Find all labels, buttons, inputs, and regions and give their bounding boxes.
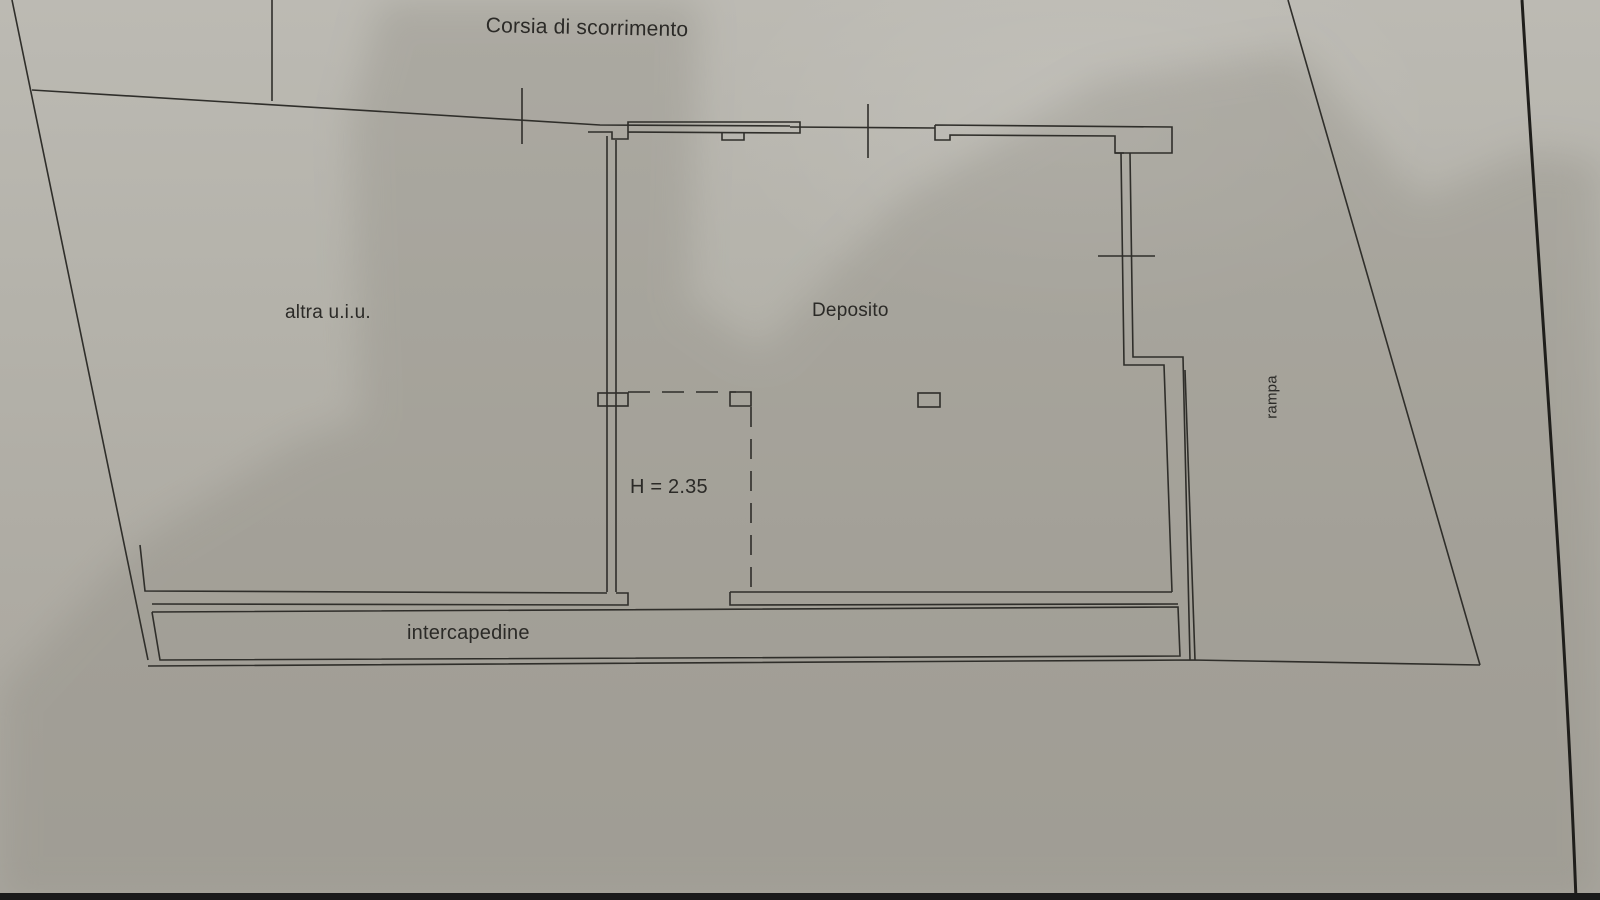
cavity-outline	[151, 606, 1181, 661]
top-axis-line	[789, 126, 936, 129]
cavity-label: intercapedine	[407, 622, 530, 644]
small-pillar	[729, 391, 752, 407]
ceiling-height-label: H = 2.35	[630, 476, 708, 498]
deposit-room-label: Deposito	[812, 300, 889, 321]
left-boundary-line	[11, 0, 149, 661]
partition-wall	[606, 136, 617, 592]
inner-right-line	[1184, 369, 1196, 661]
partition-pillar	[597, 392, 629, 407]
bottom-boundary-line	[147, 659, 1481, 667]
top-wall-left	[588, 121, 801, 140]
sheet-frame-line	[1520, 0, 1578, 900]
other-unit-label: altra u.i.u.	[285, 302, 371, 323]
corridor-divider-line	[31, 89, 791, 127]
corridor-label: Corsia di scorrimento	[485, 14, 689, 42]
ramp-label: rampa	[1263, 375, 1281, 419]
floor-feature-square	[917, 392, 941, 408]
bottom-wall-right	[729, 591, 1179, 606]
right-wall	[1120, 152, 1191, 661]
photo-bottom-edge	[0, 893, 1600, 900]
bottom-wall-left	[139, 544, 629, 606]
right-diagonal-line	[1287, 0, 1481, 666]
top-wall-right	[934, 124, 1173, 154]
